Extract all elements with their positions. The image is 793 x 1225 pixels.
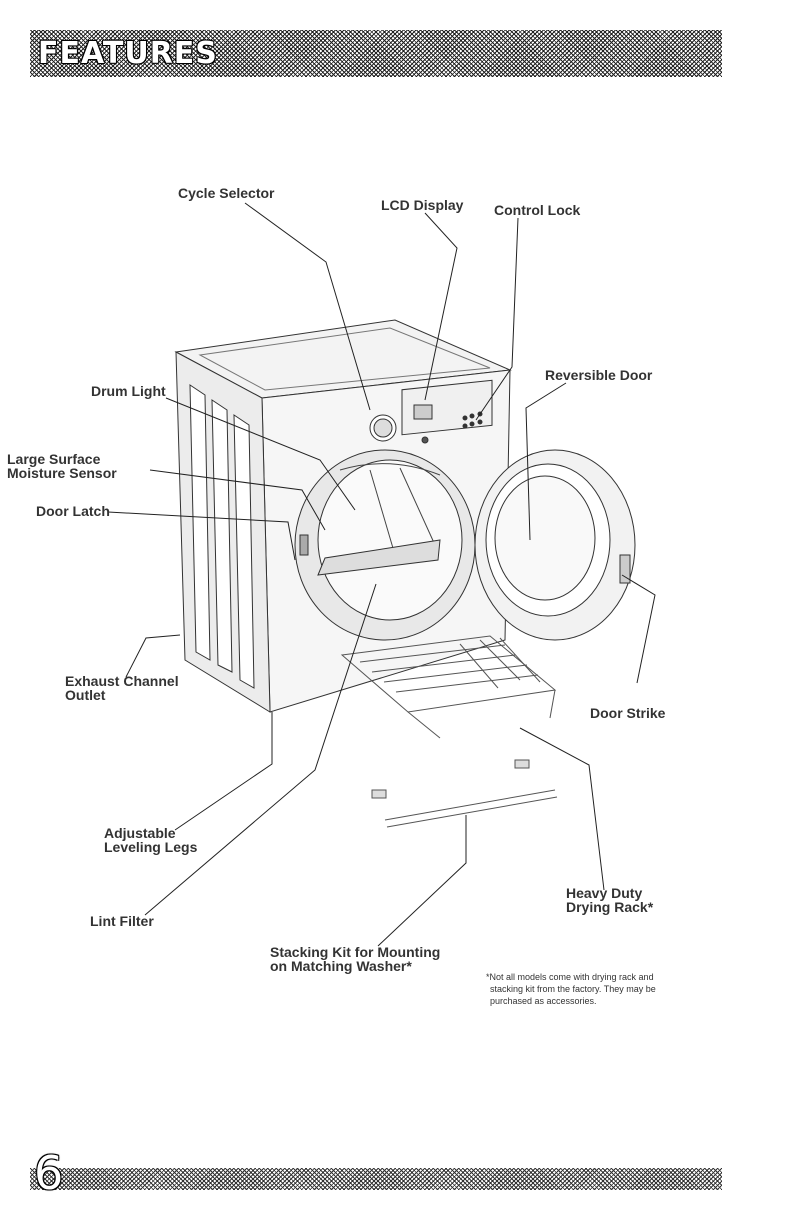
stacking-kit xyxy=(371,759,558,828)
label-stacking-kit-1: Stacking Kit for Mounting xyxy=(270,944,441,960)
leader-lint-filter xyxy=(144,583,377,916)
label-moisture-sensor-2: Moisture Sensor xyxy=(7,465,117,481)
label-drying-rack-2: Drying Rack* xyxy=(566,899,654,915)
label-reversible-door: Reversible Door xyxy=(545,367,653,383)
leader-control-lock xyxy=(475,217,519,421)
leader-door-strike xyxy=(621,574,656,684)
label-cycle-selector: Cycle Selector xyxy=(178,185,275,201)
label-lint-filter: Lint Filter xyxy=(90,913,154,929)
label-drum-light: Drum Light xyxy=(91,383,166,399)
leader-stacking-kit xyxy=(377,815,467,947)
drying-rack xyxy=(340,635,557,739)
label-exhaust-1: Exhaust Channel xyxy=(65,673,179,689)
leader-leveling-legs xyxy=(174,712,273,831)
label-leveling-legs-1: Adjustable xyxy=(104,825,176,841)
leader-reversible-door xyxy=(525,382,567,541)
label-moisture-sensor-1: Large Surface xyxy=(7,451,101,467)
header-band xyxy=(30,30,722,77)
leader-exhaust xyxy=(125,634,181,678)
lint-filter-slot xyxy=(317,539,441,576)
leader-moisture-sensor xyxy=(149,469,326,531)
leader-lcd-display xyxy=(424,212,458,401)
label-door-strike: Door Strike xyxy=(590,705,666,721)
page-number: 6 xyxy=(34,1146,64,1200)
label-lcd-display: LCD Display xyxy=(381,197,464,213)
label-drying-rack-1: Heavy Duty xyxy=(566,885,643,901)
accessories-footnote: *Not all models come with drying rack an… xyxy=(486,971,716,1007)
leader-drying-rack xyxy=(519,727,605,891)
label-exhaust-2: Outlet xyxy=(65,687,106,703)
label-stacking-kit-2: on Matching Washer* xyxy=(270,958,412,974)
label-control-lock: Control Lock xyxy=(494,202,581,218)
footnote-line: *Not all models come with drying rack an… xyxy=(486,972,654,982)
control-panel xyxy=(401,379,493,436)
footnote-line: stacking kit from the factory. They may … xyxy=(490,984,656,994)
leader-cycle-selector xyxy=(244,202,371,411)
footer-band xyxy=(30,1168,722,1190)
footnote-line: purchased as accessories. xyxy=(490,996,597,1006)
label-leveling-legs-2: Leveling Legs xyxy=(104,839,198,855)
label-door-latch: Door Latch xyxy=(36,503,110,519)
leader-door-latch xyxy=(107,511,296,561)
page-title: FEATURES xyxy=(38,36,218,71)
lcd-display xyxy=(413,404,433,420)
leader-drum-light xyxy=(165,397,356,511)
